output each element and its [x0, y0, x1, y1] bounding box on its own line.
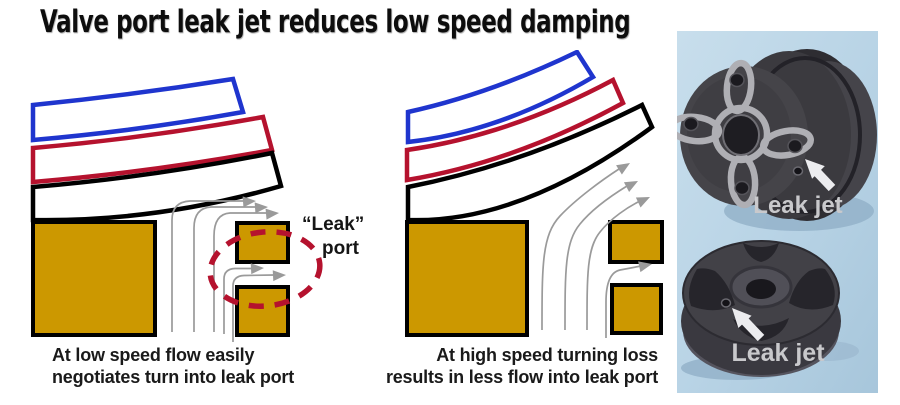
leak-jet-hole — [792, 166, 804, 176]
leak-jet-arrow-icon — [805, 159, 836, 192]
leak-port-circle-annotation — [207, 229, 323, 309]
flow-line — [564, 185, 628, 331]
pocket — [743, 243, 779, 262]
page-title-text: Valve port leak jet reduces low speed da… — [40, 4, 631, 40]
flow-arrowhead-icon — [635, 197, 650, 208]
flow-arrowhead-icon — [242, 196, 256, 208]
flow-line — [586, 200, 641, 331]
flow-arrowhead-icon — [623, 181, 638, 192]
flow-arrowhead-icon — [638, 261, 652, 273]
high-speed-caption-line1: At high speed turning loss — [436, 345, 658, 365]
hole — [787, 138, 803, 154]
face-pockets — [689, 243, 835, 341]
flow-arrowhead-icon — [254, 202, 268, 214]
top-photo: Leak jet — [677, 49, 877, 231]
bolt-holes — [683, 72, 803, 196]
clover-lobe — [760, 127, 814, 159]
leak-port-label-line2: port — [322, 238, 359, 259]
shim-black — [405, 101, 655, 223]
leak-port-lower-block — [610, 283, 663, 335]
clover-lobe — [723, 59, 755, 115]
shim-red — [30, 114, 275, 185]
flow-line — [232, 274, 275, 342]
low-speed-diagram — [30, 76, 323, 342]
high-speed-caption-line2: results in less flow into leak port — [385, 367, 658, 387]
flow-lines — [171, 200, 275, 342]
page-title: Valve port leak jet reduces low speed da… — [40, 4, 838, 40]
hole — [683, 116, 699, 132]
flow-arrowhead-icon — [616, 163, 630, 175]
leak-jet-hole — [720, 298, 732, 308]
low-speed-caption: At low speed flow easily negotiates turn… — [52, 344, 294, 388]
flow-line — [193, 206, 256, 332]
leak-port-upper-block — [235, 221, 290, 264]
clover-lobe — [727, 153, 759, 209]
flow-line — [605, 265, 642, 338]
flow-arrowhead-icon — [272, 270, 286, 282]
high-speed-caption: At high speed turning loss results in le… — [360, 344, 658, 388]
piston-body-block — [405, 220, 529, 337]
low-speed-caption-line1: At low speed flow easily — [52, 345, 255, 365]
arrow-head — [805, 159, 825, 179]
flow-line — [223, 267, 252, 334]
high-speed-diagram — [404, 50, 664, 338]
leak-jet-label: Leak jet — [753, 192, 842, 219]
pocket — [789, 268, 835, 310]
shim-blue — [30, 76, 246, 143]
bottom-photo: Leak jet — [681, 240, 859, 380]
hole — [729, 72, 745, 88]
center-bore — [722, 114, 760, 156]
arrow-head — [732, 308, 752, 329]
flow-arrowhead-icon — [265, 208, 279, 220]
pocket — [733, 318, 789, 341]
shim-black — [30, 150, 284, 223]
leak-port-lower-block — [235, 285, 290, 337]
flow-arrowheads — [242, 196, 286, 282]
piston-body-block — [31, 220, 157, 337]
leak-jet-arrow-icon — [732, 308, 765, 342]
flow-line — [213, 212, 267, 332]
flow-line — [541, 168, 620, 331]
leak-port-label-line1: “Leak” — [302, 214, 365, 235]
shim-red — [404, 76, 626, 183]
leak-port-label: “Leak” port — [302, 213, 364, 261]
leak-jet-label: Leak jet — [731, 339, 825, 367]
flow-lines — [541, 168, 642, 338]
flow-arrowheads — [616, 163, 652, 273]
hole — [734, 180, 750, 196]
leak-port-upper-block — [608, 220, 664, 264]
flow-line — [171, 200, 244, 332]
low-speed-caption-line2: negotiates turn into leak port — [52, 367, 295, 387]
clover-pattern — [677, 59, 814, 209]
valve-photos: Leak jet Leak jet — [677, 31, 878, 393]
flow-arrowhead-icon — [250, 263, 264, 275]
shim-blue — [405, 50, 597, 145]
clover-lobe — [677, 113, 723, 145]
center-bore — [746, 279, 776, 299]
